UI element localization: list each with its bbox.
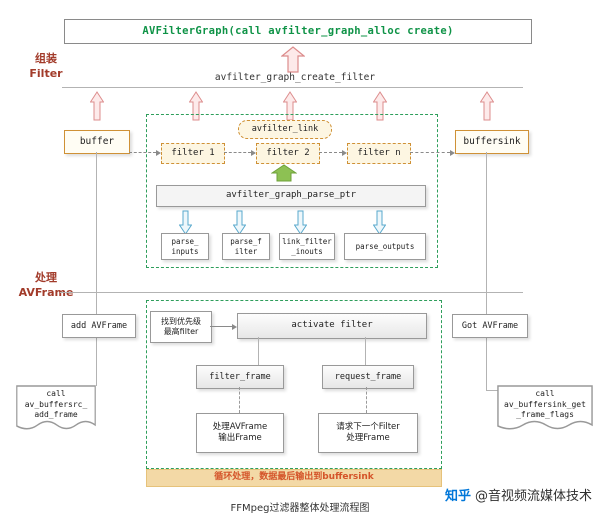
- create-filter-label: avfilter_graph_create_filter: [214, 72, 376, 83]
- watermark: 知乎@音视频流媒体技术: [330, 485, 592, 504]
- stage-label-assemble: 组装 Filter: [29, 52, 63, 80]
- up-arrow-icon: [480, 91, 494, 121]
- dashed-arrow-connector: [319, 149, 347, 156]
- process-output-node: 处理AVFrame 输出Frame: [196, 413, 284, 453]
- stage-label-process: 处理 AVFrame: [18, 271, 74, 299]
- activate-filter-node: activate filter: [237, 313, 427, 339]
- parse-step-node: parse_outputs: [344, 233, 426, 260]
- down-arrow-icon: [294, 210, 307, 235]
- up-arrow-icon: [283, 91, 297, 121]
- dashed-connector-line: [366, 387, 367, 413]
- call-buffersrc-label: call av_buffersrc_ add_frame: [24, 389, 88, 420]
- zhihu-logo-text: 知乎: [444, 489, 471, 504]
- down-arrow-icon: [373, 210, 386, 235]
- connector-line: [60, 292, 523, 293]
- filter-node: filter 1: [161, 143, 225, 164]
- connector-line: [62, 87, 523, 88]
- down-arrow-icon: [179, 210, 192, 235]
- down-arrow-icon: [233, 210, 246, 235]
- dashed-arrow-connector: [129, 149, 161, 156]
- filter-graph-container: [146, 114, 438, 268]
- call-buffersink-note: call av_buffersink_get _frame_flags: [497, 385, 593, 437]
- parse-step-node: link_filter _inouts: [279, 233, 335, 260]
- buffer-node: buffer: [64, 130, 130, 154]
- document-shape: [497, 385, 593, 430]
- up-arrow-icon: [90, 91, 104, 121]
- parse-step-node: parse_ inputs: [161, 233, 209, 260]
- document-shape: [16, 385, 96, 430]
- got-avframe-node: Got AVFrame: [452, 314, 528, 338]
- buffersink-node: buffersink: [455, 130, 529, 154]
- connector-line: [486, 152, 487, 314]
- connector-line: [258, 337, 259, 365]
- filter-node: filter n: [347, 143, 411, 164]
- avfiltergraph-alloc-box: AVFilterGraph(call avfilter_graph_alloc …: [64, 19, 532, 44]
- up-arrow-icon: [281, 46, 305, 73]
- dashed-connector-line: [239, 387, 240, 413]
- connector-line: [96, 152, 97, 314]
- loop-result-bar: 循环处理，数据最后输出到buffersink: [146, 469, 442, 487]
- connector-line: [486, 336, 487, 390]
- filter-frame-node: filter_frame: [196, 365, 284, 389]
- add-avframe-node: add AVFrame: [62, 314, 136, 338]
- request-next-node: 请求下一个Filter 处理Frame: [318, 413, 418, 453]
- call-buffersink-label: call av_buffersink_get _frame_flags: [504, 389, 586, 420]
- find-priority-node: 找到优先级 最高filter: [150, 311, 212, 343]
- connector-line: [486, 390, 500, 391]
- connector-line: [96, 336, 97, 386]
- request-frame-node: request_frame: [322, 365, 414, 389]
- call-buffersrc-note: call av_buffersrc_ add_frame: [16, 385, 96, 437]
- up-arrow-icon: [189, 91, 203, 121]
- dashed-arrow-connector: [410, 149, 455, 156]
- dashed-arrow-connector: [224, 149, 256, 156]
- connector-line: [365, 337, 366, 365]
- watermark-handle: @音视频流媒体技术: [474, 489, 592, 504]
- parse-step-node: parse_f ilter: [222, 233, 270, 260]
- avfilter-link-node: avfilter_link: [238, 120, 332, 139]
- frame-loop-container: [146, 300, 442, 469]
- graph-parse-box: avfilter_graph_parse_ptr: [156, 185, 426, 207]
- up-arrow-icon: [373, 91, 387, 121]
- filter-node: filter 2: [256, 143, 320, 164]
- green-up-arrow-icon: [271, 164, 297, 182]
- arrow-connector: [210, 323, 237, 330]
- diagram-caption: FFMpeg过滤器整体处理流程图: [230, 503, 370, 514]
